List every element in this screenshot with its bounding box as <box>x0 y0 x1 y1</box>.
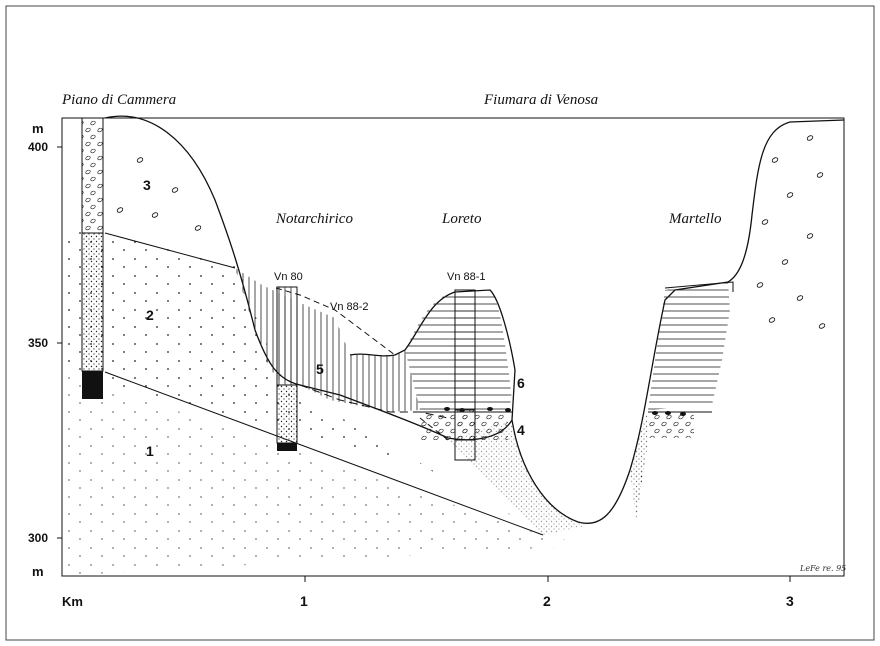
unit-1-right-sand <box>630 412 648 520</box>
label-vn88-1: Vn 88-1 <box>447 271 486 283</box>
y-tick-350: 350 <box>28 336 48 350</box>
outer-frame <box>5 5 875 641</box>
label-loreto: Loreto <box>441 211 482 227</box>
y-tick-400: 400 <box>28 140 48 154</box>
unit-2-fill <box>62 230 543 533</box>
label-vn80: Vn 80 <box>274 271 303 283</box>
unit-6-martello-fill <box>648 282 730 410</box>
label-martello: Martello <box>668 211 722 227</box>
label-fiumara-di-venosa: Fiumara di Venosa <box>483 92 598 108</box>
unit-label-5: 5 <box>316 361 324 377</box>
x-tick-1: 1 <box>300 593 308 609</box>
label-vn88-2: Vn 88-2 <box>330 301 369 313</box>
axis-ticks <box>57 146 791 582</box>
unit-1-fill <box>62 372 590 576</box>
unit-5-top-dashed <box>275 287 396 356</box>
column-vn88-1 <box>454 289 476 461</box>
contact-3-2 <box>104 232 236 269</box>
label-piano-di-cammera: Piano di Cammera <box>61 92 176 108</box>
x-tick-2: 2 <box>543 593 551 609</box>
x-tick-3: 3 <box>786 593 794 609</box>
author-signature: LeFe re. 95 <box>799 564 846 573</box>
y-unit-bottom: m <box>32 564 44 579</box>
unit-label-2: 2 <box>146 307 154 323</box>
unit-3-pebbles-right <box>756 135 826 329</box>
unit-3-pebbles-left <box>116 157 202 231</box>
unit-label-1: 1 <box>146 443 154 459</box>
unit-label-6: 6 <box>517 375 525 391</box>
x-unit: Km <box>62 594 83 609</box>
black-pebbles-martello <box>652 411 686 416</box>
y-tick-300: 300 <box>28 531 48 545</box>
label-notarchirico: Notarchirico <box>275 211 353 227</box>
column-vn80 <box>276 286 298 451</box>
unit-label-4: 4 <box>517 422 525 438</box>
unit-label-3: 3 <box>143 177 151 193</box>
contact-2-1 <box>104 371 544 536</box>
unit-1-gorge-sand <box>448 420 590 535</box>
y-unit-top: m <box>32 121 44 136</box>
column-piano <box>81 117 104 399</box>
unit-4-martello <box>648 412 694 438</box>
